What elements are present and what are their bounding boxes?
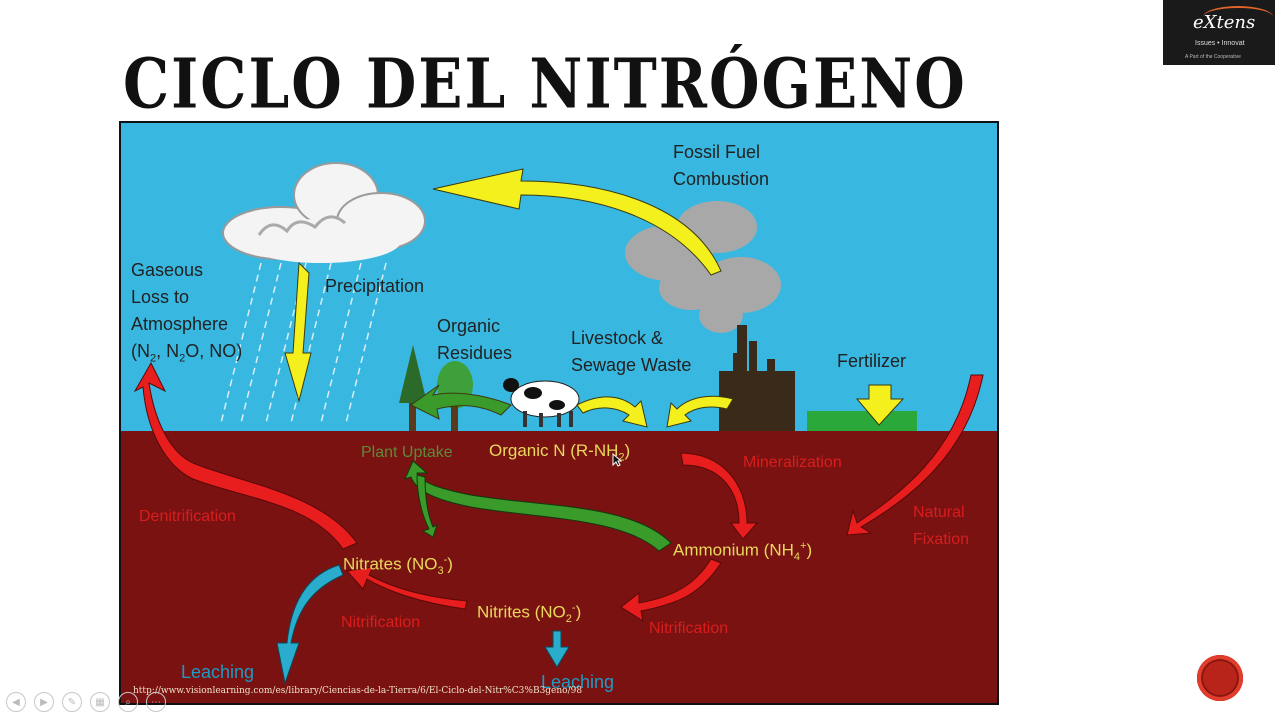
organic-residue-arrow: [410, 384, 512, 420]
logo-tagline: Issues • Innovat: [1195, 40, 1245, 47]
leaching-arrow-1: [276, 564, 344, 685]
mineralization-arrow: [680, 452, 759, 540]
fertilizer-arrow: [855, 384, 905, 426]
zoom-icon[interactable]: ⌕: [118, 692, 138, 712]
label-denitrification: Denitrification: [139, 508, 236, 525]
label-gaseous-loss: Gaseous Loss to Atmosphere (N2, N2O, NO): [131, 260, 243, 365]
label-nitrites: Nitrites (NO2-): [477, 602, 582, 626]
next-slide-icon[interactable]: ▶: [34, 692, 54, 712]
label-nitrification-left: Nitrification: [341, 614, 421, 631]
nitrogen-cycle-diagram: Fossil Fuel Combustion Precipitation Gas…: [119, 121, 999, 705]
label-natural-fixation: Natural Fixation: [913, 504, 970, 548]
plant-uptake-arrow-2: [416, 474, 438, 538]
label-plant-uptake: Plant Uptake: [361, 444, 453, 461]
label-fossil-fuel: Fossil Fuel Combustion: [673, 142, 770, 189]
nitrification-arrow-2: [620, 558, 722, 623]
fertilizer-pad: [807, 411, 917, 431]
label-mineralization: Mineralization: [743, 454, 842, 471]
fossil-fuel-arrow: [432, 168, 722, 276]
label-organic-residues: Organic Residues: [437, 316, 513, 363]
yellow-arrows: [284, 168, 905, 428]
label-ammonium: Ammonium (NH4+): [673, 540, 813, 564]
record-button[interactable]: [1197, 655, 1243, 701]
rain-cloud: [222, 162, 426, 263]
label-organic-n: Organic N (R-NH2): [489, 441, 631, 464]
diagram-artwork: [121, 123, 997, 703]
label-livestock: Livestock & Sewage Waste: [571, 328, 692, 375]
livestock-arrow-left: [576, 396, 648, 428]
precipitation-arrow: [284, 261, 312, 403]
label-precipitation: Precipitation: [325, 276, 425, 296]
pen-icon[interactable]: ✎: [62, 692, 82, 712]
cow: [503, 378, 580, 427]
green-arrows: [404, 460, 672, 552]
red-arrows: [133, 361, 984, 623]
logo-part-of: A Part of the Cooperative: [1185, 54, 1241, 60]
label-leaching-left: Leaching: [181, 662, 255, 682]
extension-logo: eXtens Issues • Innovat A Part of the Co…: [1163, 0, 1275, 65]
sky-area: [121, 123, 997, 431]
previous-slide-icon[interactable]: ◀: [6, 692, 26, 712]
leaching-arrow-2: [544, 630, 570, 668]
nitrification-arrow-1: [346, 566, 468, 610]
more-options-icon[interactable]: ⋯: [146, 692, 166, 712]
slide-title: CICLO DEL NITRÓGENO: [123, 44, 967, 125]
natural-fixation-arrow: [846, 374, 984, 536]
label-nitrates: Nitrates (NO3-): [343, 554, 453, 578]
cyan-arrows: [276, 564, 570, 685]
label-fertilizer: Fertilizer: [837, 351, 907, 371]
logo-swoosh-icon: [1203, 6, 1273, 28]
slides-grid-icon[interactable]: ▦: [90, 692, 110, 712]
logo-brand: eXtens: [1193, 12, 1256, 33]
plant-uptake-arrow: [404, 460, 672, 552]
livestock-arrow-right: [666, 395, 734, 428]
label-leaching-right: Leaching: [541, 672, 615, 692]
source-url: http://www.visionlearning.com/es/library…: [133, 686, 583, 696]
slideshow-toolbar: ◀ ▶ ✎ ▦ ⌕ ⋯: [6, 692, 166, 712]
label-nitrification-right: Nitrification: [649, 620, 729, 637]
mouse-cursor-icon: [612, 453, 622, 467]
denitrification-arrow: [133, 361, 358, 550]
